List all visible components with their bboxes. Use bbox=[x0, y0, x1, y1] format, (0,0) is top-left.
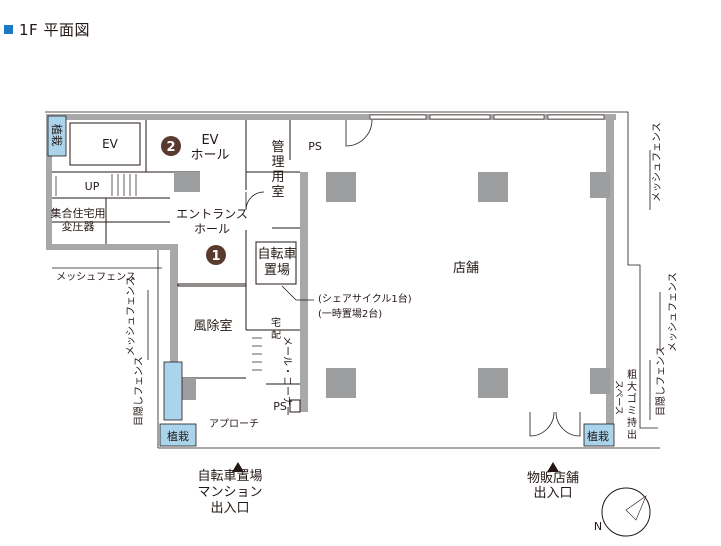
ps-bottom-label: PS bbox=[273, 400, 287, 413]
residence-entry-label-2: マンション bbox=[197, 485, 262, 500]
kanri-label-4: 室 bbox=[271, 184, 284, 200]
ps-top-label: PS bbox=[308, 140, 322, 153]
kanri-label-1: 管 bbox=[271, 140, 284, 155]
up-label: UP bbox=[85, 180, 100, 193]
bike-label-1: 自転車 bbox=[257, 247, 296, 262]
garbage-label-3: ゴ bbox=[627, 392, 637, 405]
page-header: 1F 平面図 bbox=[4, 18, 90, 40]
garbage-label-4: ミ bbox=[627, 406, 637, 417]
planters bbox=[47, 115, 615, 447]
svg-text:2: 2 bbox=[166, 140, 175, 155]
mail-corner-label: メール・コーナー bbox=[281, 336, 293, 416]
garbage-label-6: 出 bbox=[627, 428, 637, 441]
entrance-label-1: エントランス bbox=[176, 207, 248, 221]
approach-label: アプローチ bbox=[209, 418, 259, 430]
staircase bbox=[55, 174, 262, 371]
columns bbox=[170, 172, 610, 400]
mesh-fence-bottom-label: メッシュフェンス bbox=[56, 272, 136, 283]
garbage-label-1: 粗 bbox=[627, 369, 637, 381]
windbreak-label: 風除室 bbox=[193, 318, 232, 334]
header-square-icon bbox=[4, 24, 13, 34]
eye-fence-right-label: 目隠しフェンス bbox=[655, 346, 667, 416]
mesh-fence-right-top-label: メッシュフェンス bbox=[652, 122, 663, 202]
mesh-fence-right-bottom-label: メッシュフェンス bbox=[668, 272, 679, 352]
door-swings bbox=[245, 119, 581, 437]
planter-right-label: 植栽 bbox=[587, 429, 609, 443]
page-title: 1F 平面図 bbox=[19, 20, 90, 39]
ev-hall-label-2: ホール bbox=[190, 148, 229, 163]
residence-entry-label-3: 出入口 bbox=[210, 501, 249, 516]
badge-1: 1 bbox=[206, 245, 226, 265]
entrance-label-2: ホール bbox=[194, 222, 230, 236]
temp-parking-label: (一時置場2台) bbox=[318, 307, 382, 320]
garbage-label-2: 大 bbox=[627, 380, 637, 393]
takuhai-label-1: 宅 bbox=[271, 316, 281, 329]
window-openings bbox=[369, 114, 605, 120]
store-label: 店舗 bbox=[453, 261, 479, 276]
north-label: N bbox=[594, 520, 602, 533]
eye-fence-left-label: 目隠しフェンス bbox=[133, 356, 145, 426]
garbage-space-label: スペース bbox=[613, 380, 623, 415]
garbage-label-5: 持 bbox=[627, 416, 637, 429]
north-arrow-icon bbox=[601, 487, 651, 537]
share-cycle-label: (シェアサイクル1台) bbox=[318, 292, 412, 305]
site-boundary bbox=[45, 111, 660, 449]
residence-entry-arrow-icon bbox=[232, 462, 244, 472]
store-entry-arrow-icon bbox=[547, 462, 559, 472]
transformer-label-2: 変圧器 bbox=[62, 219, 95, 233]
mesh-fence-left-label: メッシュフェンス bbox=[126, 276, 137, 356]
transformer-label-1: 集合住宅用 bbox=[51, 206, 106, 220]
kanri-label-3: 用 bbox=[271, 170, 284, 185]
ev-label: EV bbox=[102, 137, 119, 151]
kanri-label-2: 理 bbox=[271, 155, 284, 170]
badge-2: 2 bbox=[161, 136, 181, 156]
store-entry-label-2: 出入口 bbox=[533, 486, 572, 501]
residence-entry-label-1: 自転車置場 bbox=[197, 469, 262, 484]
takuhai-label-2: 配 bbox=[271, 329, 281, 341]
planter-top-label: 植栽 bbox=[50, 124, 64, 146]
fences bbox=[52, 150, 661, 420]
exterior-walls bbox=[46, 114, 616, 424]
svg-text:1: 1 bbox=[211, 249, 220, 264]
bike-label-2: 置場 bbox=[264, 263, 290, 278]
leader-line bbox=[281, 285, 314, 301]
planter-left-label: 植栽 bbox=[167, 429, 189, 443]
ev-hall-label-1: EV bbox=[201, 133, 218, 148]
store-entry-label-1: 物販店舗 bbox=[527, 471, 579, 486]
